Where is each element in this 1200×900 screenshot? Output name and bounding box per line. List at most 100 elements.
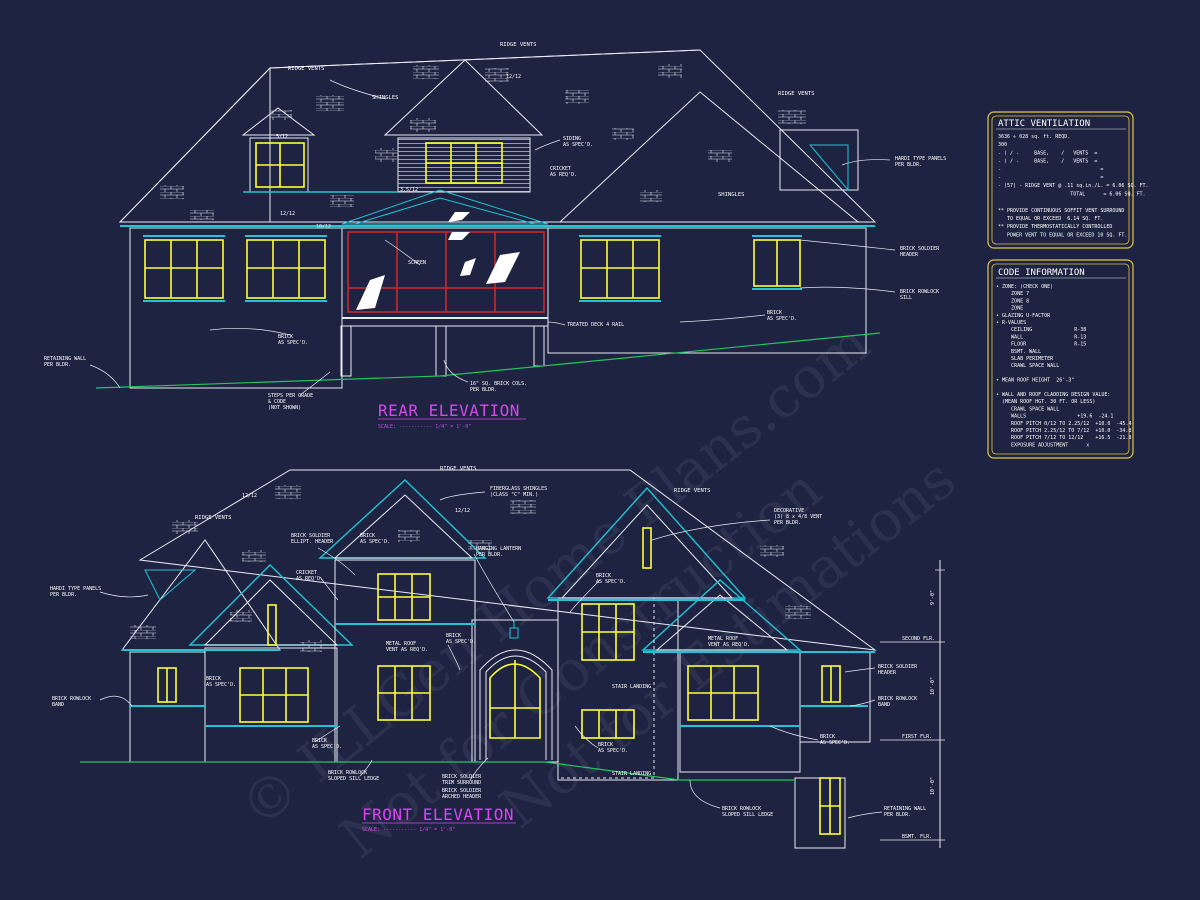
front-entry-door: [489, 660, 541, 739]
rear-left-dormer: [241, 107, 316, 136]
rear-dormer-window-left: [255, 142, 305, 188]
rear-note-cols: 16" SQ. BRICK COLS.PER BLDR.: [470, 381, 527, 393]
code-information-line: • R-VALUES: [996, 320, 1026, 326]
code-information-line: • GLAZING U-FACTOR: [996, 313, 1051, 319]
code-information-line: • MEAN ROOF HEIGHT 26'-3": [996, 378, 1074, 384]
code-information-line: ZONE 7: [996, 291, 1029, 297]
rear-dim-3: 10/12: [316, 224, 331, 230]
code-information-panel: CODE INFORMATION • ZONE: (CHECK ONE) ZON…: [987, 259, 1134, 459]
attic-ventilation-heading: ATTIC VENTILATION: [998, 119, 1090, 129]
front-note-ridge-vents-left: RIDGE VENTS: [195, 515, 231, 521]
front-level-bsmt-flr: BSMT. FLR.: [902, 834, 932, 840]
rear-dim-2: 3.5/12: [400, 187, 418, 193]
rear-right-gable: [558, 91, 860, 223]
front-window-stair: [581, 709, 635, 739]
rear-center-dormer: [383, 59, 544, 136]
code-information-line: • WALL AND ROOF CLADDING DESIGN VALUE:: [996, 392, 1110, 398]
front-window-left-main: [239, 667, 309, 723]
code-information-line: BSMT. WALL: [996, 349, 1041, 355]
front-window-lower-center: [377, 665, 431, 721]
front-elevation-drawing: [80, 469, 945, 849]
front-elevation-scale: SCALE: ----------- 1/4" = 1'-0": [362, 827, 455, 833]
rear-note-shingles: SHINGLES: [372, 95, 399, 101]
front-level-second-flr: SECOND FLR.: [902, 636, 935, 642]
rear-left-wall: [129, 227, 343, 389]
rear-window-left-2: [246, 239, 326, 299]
rear-dim-5: 12/12: [506, 74, 521, 80]
attic-ventilation-line: - =: [998, 175, 1103, 181]
rear-elevation-scale: SCALE: ----------- 1/4" = 1'-0": [378, 424, 471, 430]
rear-note-shingles-2: SHINGLES: [718, 192, 745, 198]
rear-leader-lines: [89, 79, 896, 396]
front-window-right-vent: [642, 527, 652, 569]
rear-note-ridge-vents-right: RIDGE VENTS: [778, 91, 814, 97]
attic-ventilation-line: TOTAL = 6.06 SQ. FT.: [998, 191, 1146, 197]
code-information-line: ZONE: [996, 306, 1023, 312]
attic-ventilation-line: - ( / - BASE, / VENTS =: [998, 159, 1097, 165]
front-window-upper-center: [377, 573, 431, 621]
rear-window-left: [144, 239, 224, 299]
front-roof-brick-hatches: [130, 485, 811, 652]
code-information-heading: CODE INFORMATION: [998, 268, 1085, 278]
rear-right-wall: [547, 227, 867, 354]
rear-elevation-drawing: [95, 49, 881, 389]
rear-left-hip-roof: [118, 66, 271, 223]
code-information-line: ROOF PITCH 7/12 TO 12/12 +16.5 -21.8: [996, 435, 1131, 441]
front-pitch-1: 12/12: [242, 493, 257, 499]
rear-annotations: RIDGE VENTS RIDGE VENTS RIDGE VENTS SHIN…: [44, 42, 946, 411]
front-window-upper-right: [581, 603, 635, 661]
attic-ventilation-line: - ( / - BASE, / VENTS =: [998, 150, 1097, 156]
attic-ventilation-line: - =: [998, 167, 1103, 173]
code-information-line: SLAB PERIMETER: [996, 356, 1054, 362]
front-pitch-2: 12/12: [455, 508, 470, 514]
attic-ventilation-line: - (57) - RIDGE VENT @ .11 sq.in./L. = 6.…: [998, 183, 1149, 189]
front-window-left-small: [157, 667, 177, 703]
front-note-ridge-vents-right: RIDGE VENTS: [674, 488, 710, 494]
code-information-line: ROOF PITCH 0/12 TO 2.25/12 +10.0 -45.4: [996, 421, 1131, 427]
front-note-stair-landing-1: STAIR LANDING: [612, 684, 651, 690]
front-annotations: RIDGE VENTS RIDGE VENTS RIDGE VENTS FIBE…: [50, 466, 936, 840]
attic-ventilation-line: TO EQUAL OR EXCEED 6.14 SQ. FT.: [998, 216, 1103, 222]
code-information-line: FLOOR R-15: [996, 342, 1086, 348]
front-grade-line: [80, 761, 795, 781]
rear-dim-4: 12/12: [280, 211, 295, 217]
front-window-left-vent: [267, 604, 277, 646]
rear-screen-reflections: [356, 212, 520, 310]
rear-window-right: [580, 239, 660, 299]
front-note-fiberglass: FIBERGLASS SHINGLES(CLASS "C" MIN.): [490, 486, 547, 498]
attic-ventilation-lines: 3636 ÷ 028 sq. ft. REQD.300- ( / - BASE,…: [998, 134, 1149, 238]
front-windows: [157, 527, 841, 835]
front-elevation-title: FRONT ELEVATION: [362, 805, 514, 824]
attic-ventilation-line: POWER VENT TO EQUAL OR EXCEED 10 SQ. FT.: [998, 232, 1127, 238]
front-note-stair-landing-2: STAIR LANDING: [612, 771, 651, 777]
code-information-line: WALLS +19.6 -24.1: [996, 414, 1113, 420]
code-information-line: WALL R-13: [996, 334, 1086, 340]
code-information-line: ROOF PITCH 2.25/12 TO 7/12 +10.0 -34.8: [996, 428, 1131, 434]
front-dim-mid: 10'-0": [930, 677, 936, 695]
attic-ventilation-line: 3636 ÷ 028 sq. ft. REQD.: [998, 134, 1070, 140]
front-level-first-flr: FIRST FLR.: [902, 734, 932, 740]
